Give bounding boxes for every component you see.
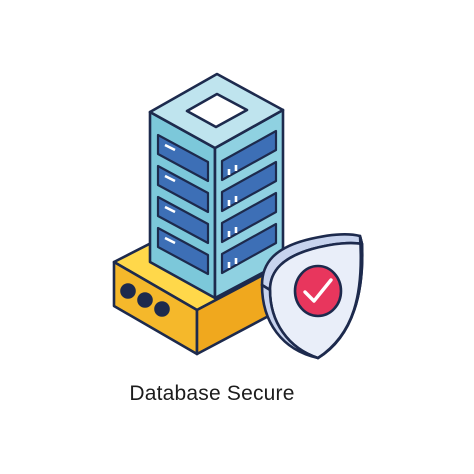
checkmark-icon [293,264,343,318]
server-slots-left [156,133,210,276]
server-slots-right [220,129,278,275]
caption-title: Database Secure [129,382,295,405]
